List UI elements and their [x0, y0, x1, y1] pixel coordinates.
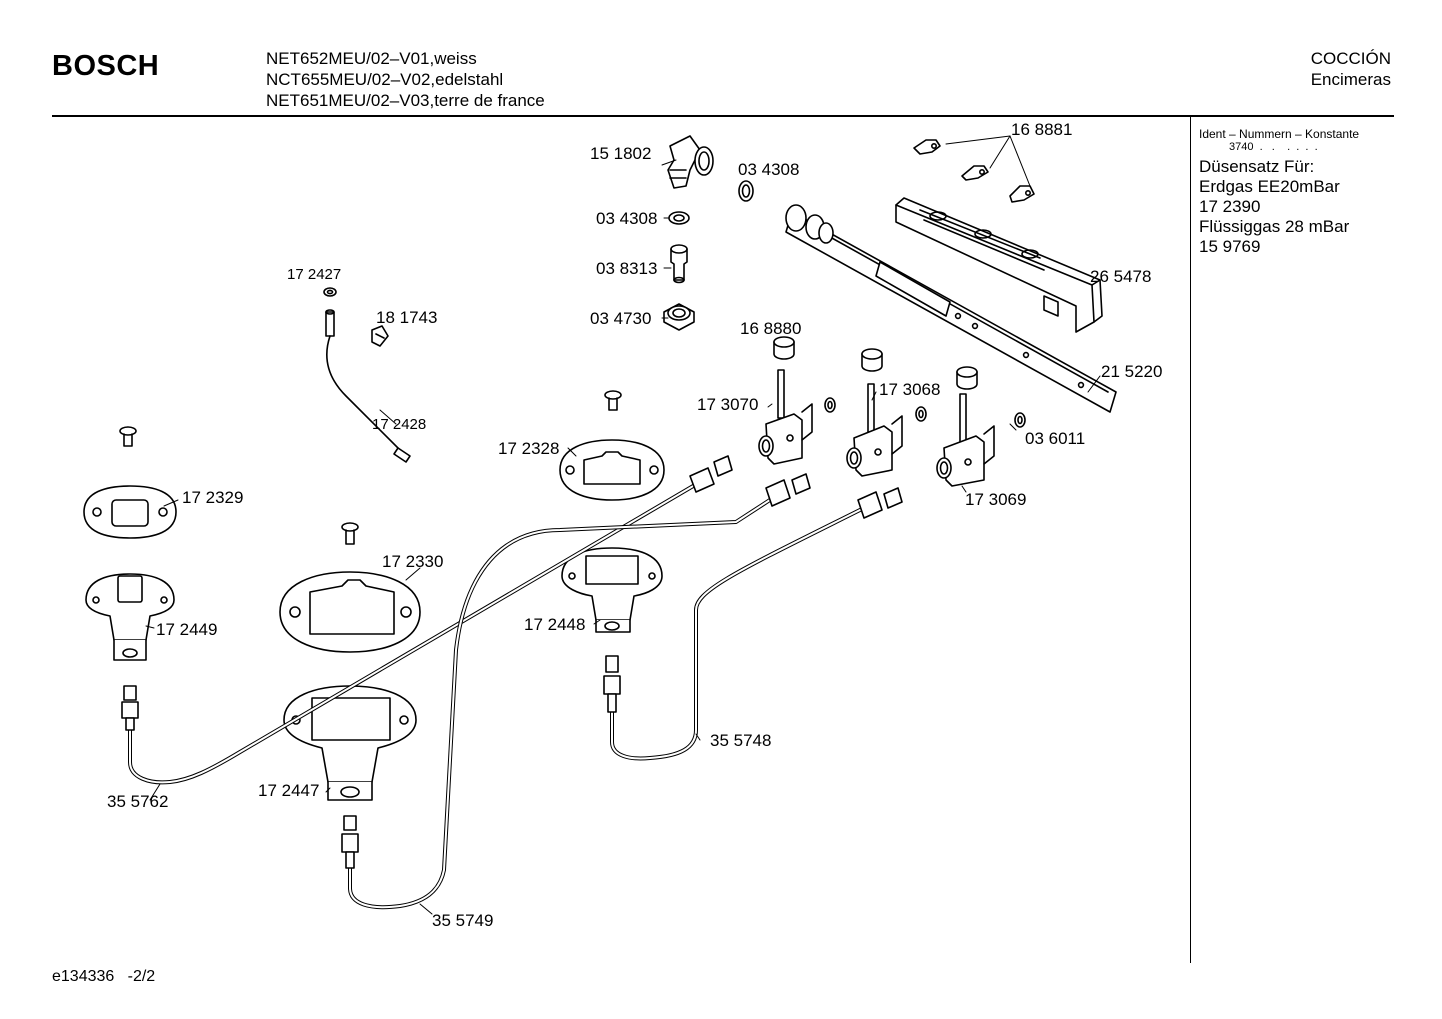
nozzle-set-heading: Düsensatz Für:: [1199, 157, 1315, 176]
part-label-034730: 03 4730: [590, 309, 651, 328]
part-label-172329: 17 2329: [182, 488, 243, 507]
burner-body-172449: [85, 573, 175, 661]
sidebar-panel: Ident – Nummern – Konstante 3740 . . . .…: [1199, 127, 1394, 257]
natural-gas-label: Erdgas EE20mBar: [1199, 177, 1340, 196]
inlet-seal-ring: [738, 180, 754, 202]
exploded-parts-diagram: 16 8881 15 1802 03 4308 03 4308 03 8313 …: [83, 120, 1162, 930]
valve-spacer-rings: [773, 336, 978, 390]
gas-inlet-elbow: [667, 135, 714, 189]
part-label-036011: 03 6011: [1025, 429, 1085, 448]
model-line: NCT655MEU/02–V02,edelstahl: [266, 70, 504, 89]
brand-logo: BOSCH: [52, 50, 160, 82]
part-label-355762: 35 5762: [107, 792, 168, 811]
part-label-173070: 17 3070: [697, 395, 758, 414]
header-divider: [52, 115, 1394, 117]
inlet-nut: [663, 303, 695, 331]
subcategory-line: Encimeras: [1310, 70, 1391, 89]
part-label-172330: 17 2330: [382, 552, 443, 571]
part-label-034308-top: 03 4308: [738, 160, 799, 179]
category-line: COCCIÓN: [1310, 49, 1391, 68]
valve-bracket: [895, 197, 1103, 333]
pipe-fittings: [121, 455, 903, 869]
part-label-172428: 17 2428: [372, 416, 426, 433]
gas-pipe-355749: [348, 494, 778, 910]
part-label-168881: 16 8881: [1011, 120, 1072, 139]
part-label-172328: 17 2328: [498, 439, 559, 458]
part-label-038313: 03 8313: [596, 259, 657, 278]
part-label-151802: 15 1802: [590, 144, 651, 163]
natural-gas-part: 17 2390: [1199, 197, 1261, 216]
nozzle-set-info: Düsensatz Für: Erdgas EE20mBar 17 2390 F…: [1199, 157, 1394, 257]
burner-gasket-172330: [279, 571, 421, 653]
part-label-355749: 35 5749: [432, 911, 493, 930]
burner-body-172447: [283, 685, 417, 801]
part-label-355748: 35 5748: [710, 731, 771, 750]
part-label-168880: 16 8880: [740, 319, 801, 338]
electrode-clip: [371, 325, 389, 347]
model-list: NET652MEU/02–V01,weiss NCT655MEU/02–V02,…: [266, 48, 545, 111]
gas-valve-173069: [936, 393, 995, 487]
gas-valve-173070: [758, 369, 813, 465]
ignition-electrode: [325, 309, 411, 463]
bracket-clips: [913, 135, 1035, 203]
part-label-172449: 17 2449: [156, 620, 217, 639]
part-label-181743: 18 1743: [376, 308, 437, 327]
mounting-screw: [119, 426, 137, 447]
model-line: NET652MEU/02–V01,weiss: [266, 49, 477, 68]
gas-pipe-355748: [610, 506, 866, 761]
document-code: e134336 -2/2: [52, 968, 156, 985]
mounting-screw: [604, 390, 622, 411]
leader-lines: [145, 159, 1101, 915]
category-heading: COCCIÓN Encimeras: [1311, 48, 1391, 90]
part-label-215220: 21 5220: [1101, 362, 1162, 381]
part-labels: 16 8881 15 1802 03 4308 03 4308 03 8313 …: [107, 120, 1162, 930]
model-line: NET651MEU/02–V03,terre de france: [266, 91, 545, 110]
part-label-265478: 26 5478: [1090, 267, 1151, 286]
part-label-034308-mid: 03 4308: [596, 209, 657, 228]
valve-o-rings: [824, 397, 1026, 428]
mounting-screw: [341, 522, 359, 545]
ident-label: Ident – Nummern – Konstante: [1199, 127, 1360, 141]
gas-valve-173068: [846, 383, 903, 477]
burner-body-172448: [561, 547, 663, 633]
constant-value: 3740 . . . . . .: [1229, 141, 1318, 153]
gas-pipe-355762: [128, 480, 702, 785]
inlet-nozzle-adapter: [670, 244, 688, 284]
sidebar-divider: [1190, 117, 1191, 963]
part-label-172427: 17 2427: [287, 266, 341, 283]
part-label-173068: 17 3068: [879, 380, 940, 399]
gas-manifold-tube: [785, 204, 1117, 413]
lpg-part: 15 9769: [1199, 237, 1261, 256]
part-label-172448: 17 2448: [524, 615, 585, 634]
burner-gasket-172328: [559, 439, 665, 501]
part-label-172447: 17 2447: [258, 781, 319, 800]
burner-gasket-172329: [83, 485, 177, 539]
part-label-173069: 17 3069: [965, 490, 1026, 509]
ignition-nut: [323, 287, 337, 297]
lpg-label: Flüssiggas 28 mBar: [1199, 217, 1350, 236]
inlet-gasket: [668, 211, 690, 225]
